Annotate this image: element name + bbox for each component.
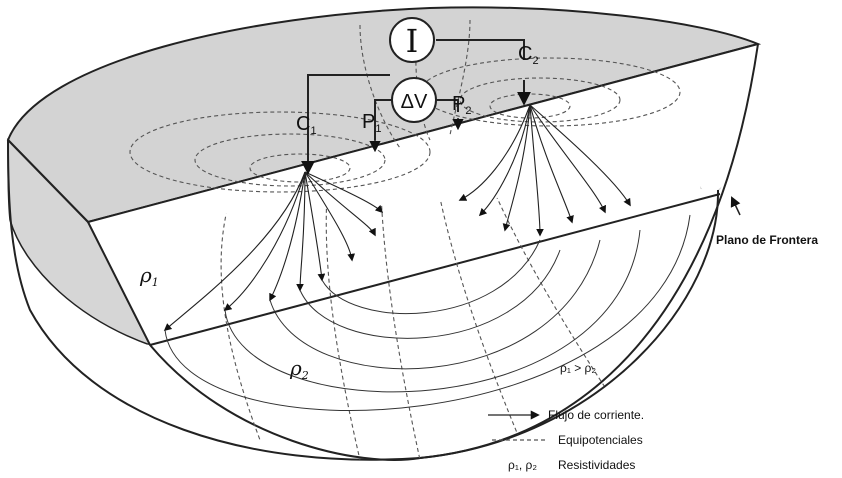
current-symbol: I (406, 22, 419, 60)
c1-label: C1 (296, 113, 317, 137)
lower-layer-arcs (164, 214, 691, 411)
voltage-symbol: ΔV (401, 91, 428, 113)
c2-label: C2 (518, 43, 539, 67)
legend-current-label: Flujo de corriente. (548, 408, 644, 422)
ammeter-circle (389, 17, 435, 63)
voltmeter-circle (391, 77, 437, 123)
legend-resistivity-label: Resistividades (558, 458, 635, 472)
current-circuit (307, 39, 525, 150)
legend-symbols: ρ₁, ρ₂ (508, 458, 537, 472)
legend: Flujo de corriente. Equipotenciales ρ₁, … (488, 408, 644, 472)
rho2-label: ρ2 (289, 356, 309, 382)
rho1-label: ρ1 (139, 263, 159, 289)
boundary-plane (149, 193, 721, 346)
body-outline (7, 43, 759, 461)
p2-label: P2 (452, 93, 471, 117)
resistivity-relation: ρ₁ > ρ₂ (560, 361, 596, 375)
legend-equipotential-label: Equipotenciales (558, 433, 643, 447)
boundary-plane-label: Plano de Frontera (716, 233, 818, 247)
p1-label: P1 (362, 111, 381, 135)
current-lines (163, 104, 631, 332)
top-surface (6, 6, 762, 224)
